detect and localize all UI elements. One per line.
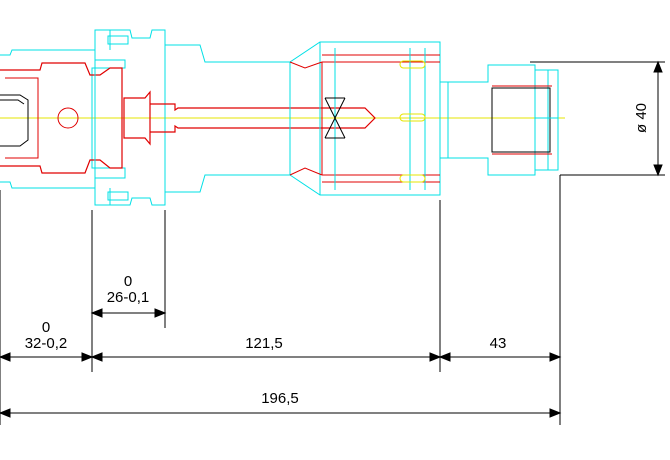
clamp-collar <box>94 29 376 206</box>
clamping-nut <box>440 64 559 176</box>
pin-hole <box>57 107 79 129</box>
flange-length-label: 32-0,2 <box>25 335 68 352</box>
dimension-lines <box>0 60 665 425</box>
hsk-flange <box>0 49 126 189</box>
total-length-label: 196,5 <box>261 390 299 407</box>
collar-length-label: 26-0,1 <box>107 289 150 306</box>
tool-body <box>165 41 441 196</box>
diameter-label: ø 40 <box>633 103 650 133</box>
nut-length-label: 43 <box>490 335 507 352</box>
cross-mark <box>324 97 346 139</box>
collar-tolerance-upper: 0 <box>124 273 132 290</box>
body-length-label: 121,5 <box>245 335 283 352</box>
flange-tolerance-upper: 0 <box>42 319 50 336</box>
